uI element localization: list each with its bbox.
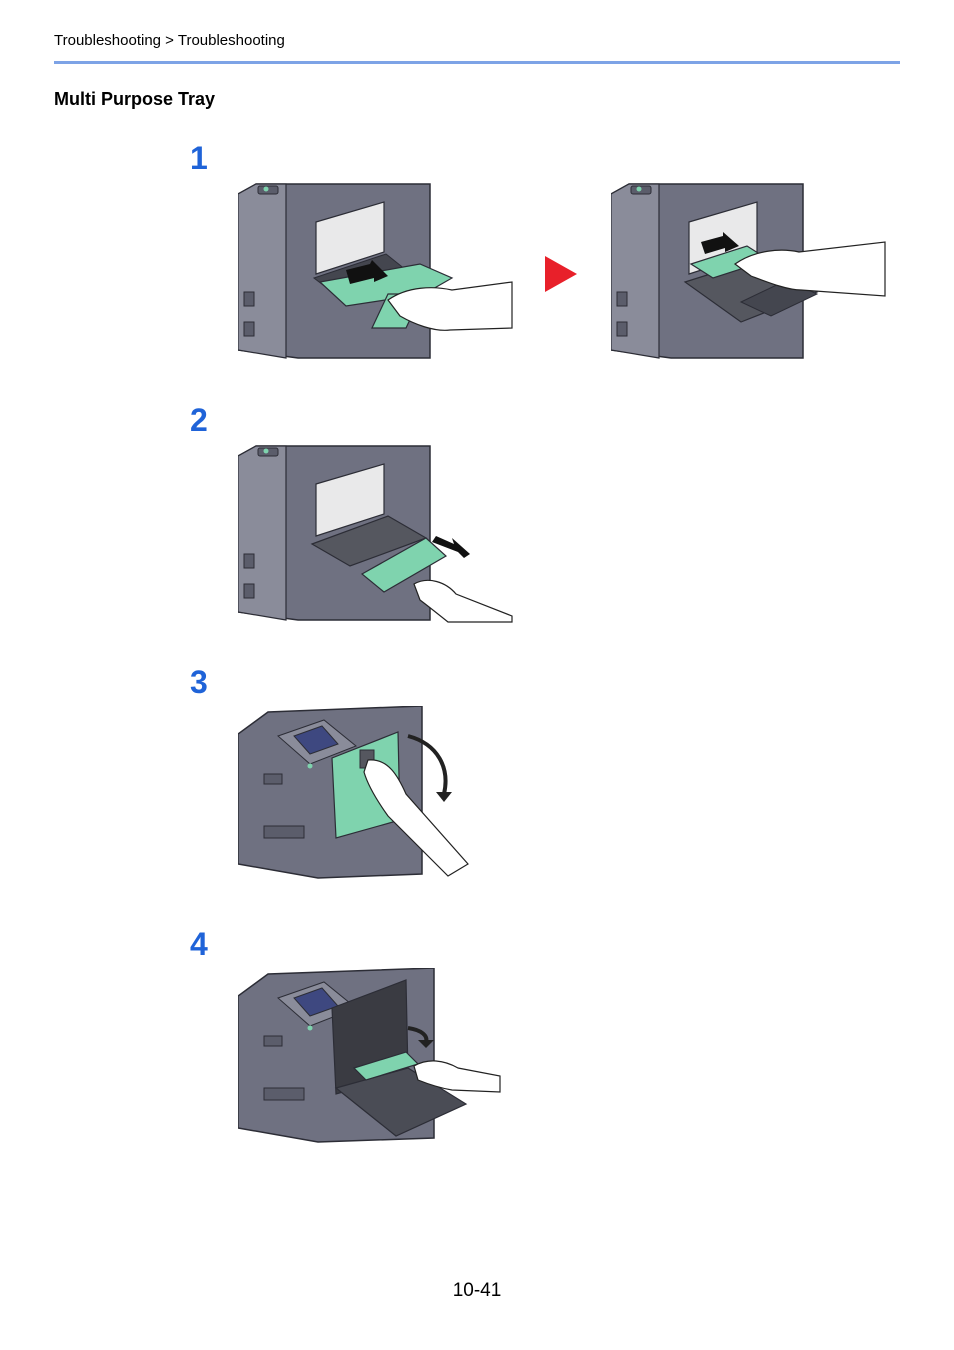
step1-open-tray-illustration: [611, 182, 886, 360]
step-number-3: 3: [190, 664, 208, 701]
step-number-4: 4: [190, 926, 208, 963]
next-arrow-icon: [543, 254, 579, 294]
section-title: Multi Purpose Tray: [54, 89, 215, 110]
step3-open-right-cover-illustration: [238, 706, 470, 880]
step4-remove-paper-illustration: [238, 968, 502, 1148]
page-number: 10-41: [0, 1280, 954, 1302]
header-divider: [54, 61, 900, 64]
step1-pull-paper-illustration: [238, 182, 513, 360]
breadcrumb: Troubleshooting > Troubleshooting: [54, 32, 285, 49]
step-number-2: 2: [190, 402, 208, 439]
step-number-1: 1: [190, 140, 208, 177]
step2-close-tray-illustration: [238, 444, 513, 624]
